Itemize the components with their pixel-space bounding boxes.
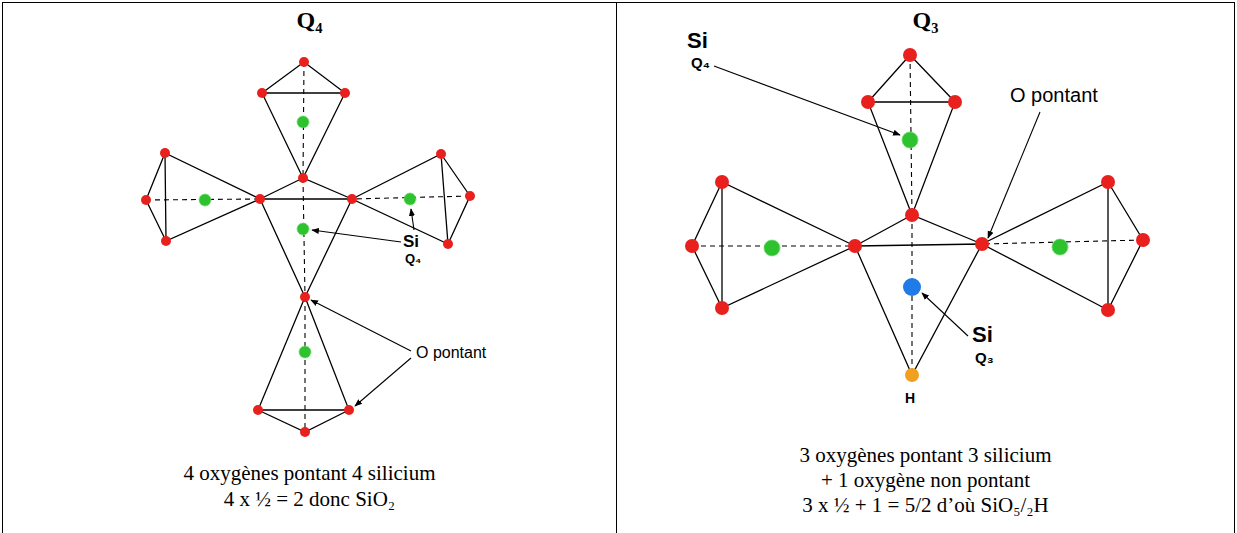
caption-line: 3 x ½ + 1 = 5/2 d’où SiO₅/₂H (617, 493, 1234, 518)
site-label: Q₄ (691, 54, 710, 71)
caption-line: 4 oxygènes pontant 4 silicium (3, 461, 616, 486)
column-header: Q₃ (617, 7, 1234, 34)
table-cell: Q₄ 4 oxygènes pontant 4 silicium4 x ½ = 2… (2, 2, 617, 533)
hydrogen-atom (905, 368, 919, 382)
caption-line: + 1 oxygène non pontant (617, 468, 1234, 493)
atom-label: O pontant (1010, 84, 1098, 107)
site-label: Q₃ (975, 349, 994, 366)
table-cell: Q₃ 3 oxygènes pontant 3 silicium+ 1 oxygè… (617, 2, 1235, 533)
hidden-edges (146, 55, 1143, 432)
oxygen-atoms (141, 48, 1150, 437)
site-label: Si (687, 28, 708, 54)
atom-label: O pontant (416, 344, 486, 362)
atom-label: H (905, 390, 915, 406)
site-label: Q₄ (405, 251, 421, 266)
caption-line: 3 oxygènes pontant 3 silicium (617, 443, 1234, 468)
tetrahedron-edges (146, 55, 1143, 432)
site-label: Si (403, 232, 419, 252)
column-header: Q₄ (3, 7, 616, 34)
site-label: Si (972, 322, 993, 348)
silicon-q3-atom (903, 278, 921, 296)
caption-line: 4 x ½ = 2 donc SiO₂ (3, 487, 616, 512)
silicon-atoms (199, 116, 1068, 358)
leader-arrows (311, 66, 1040, 406)
